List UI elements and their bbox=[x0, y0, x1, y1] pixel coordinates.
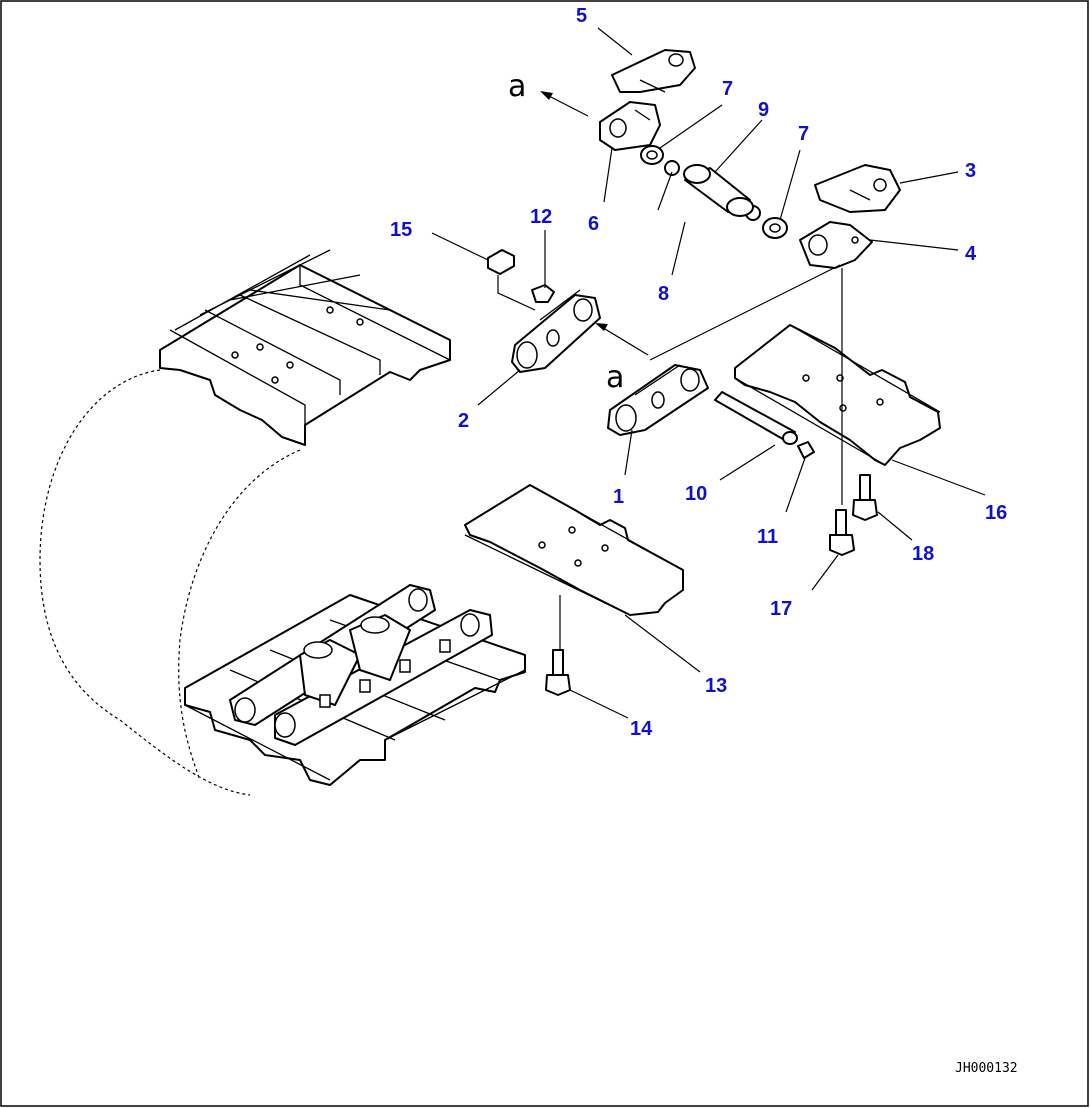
part-17-bolt bbox=[829, 509, 855, 556]
part-9-pin bbox=[683, 164, 754, 217]
part-12-bolt bbox=[531, 284, 555, 303]
part-6-shape bbox=[599, 101, 661, 151]
callout-10: 10 bbox=[685, 483, 707, 505]
part-2-link bbox=[511, 289, 601, 373]
assembled-chain-bottom bbox=[184, 584, 526, 786]
part-5-shape bbox=[611, 49, 696, 93]
part-16-shoe bbox=[734, 324, 941, 466]
track-loop-outline bbox=[39, 369, 301, 796]
callout-6: 6 bbox=[588, 213, 599, 235]
part-15-nut bbox=[487, 249, 515, 275]
callout-7a: 7 bbox=[722, 78, 733, 100]
view-marker-a-top: a bbox=[508, 69, 526, 104]
callout-7b: 7 bbox=[798, 123, 809, 145]
drawing-code: JH000132 bbox=[955, 1061, 1018, 1076]
part-14-bolt bbox=[545, 649, 571, 696]
callout-1: 1 bbox=[613, 486, 624, 508]
leader-lines bbox=[431, 27, 986, 719]
callout-3: 3 bbox=[965, 160, 976, 182]
callout-4: 4 bbox=[965, 243, 977, 265]
assembled-shoes-top bbox=[159, 249, 451, 446]
part-10-pin bbox=[714, 391, 798, 445]
view-marker-a-middle: a bbox=[606, 360, 624, 395]
callout-9: 9 bbox=[758, 99, 769, 121]
part-11-bushing bbox=[797, 441, 815, 459]
part-3-shape bbox=[814, 164, 901, 213]
callout-2: 2 bbox=[458, 410, 469, 432]
callout-12: 12 bbox=[530, 206, 552, 228]
part-13-shoe bbox=[464, 484, 684, 616]
callout-17: 17 bbox=[770, 598, 792, 620]
callout-14: 14 bbox=[630, 718, 653, 740]
part-18-bolt bbox=[852, 474, 878, 521]
callout-11: 11 bbox=[757, 526, 778, 548]
callout-18: 18 bbox=[912, 543, 934, 565]
callout-numbers: 5 7 9 7 3 6 15 12 4 8 2 1 10 16 11 18 17… bbox=[390, 5, 1007, 740]
callout-15: 15 bbox=[390, 219, 412, 241]
part-7-washer-left bbox=[640, 145, 664, 165]
part-1-link bbox=[607, 364, 709, 436]
callout-5: 5 bbox=[576, 5, 587, 27]
callout-16: 16 bbox=[985, 502, 1007, 524]
part-7-washer-right bbox=[762, 217, 788, 239]
callout-8: 8 bbox=[658, 283, 669, 305]
part-4-shape bbox=[799, 221, 873, 269]
callout-13: 13 bbox=[705, 675, 727, 697]
view-arrows bbox=[540, 91, 649, 356]
